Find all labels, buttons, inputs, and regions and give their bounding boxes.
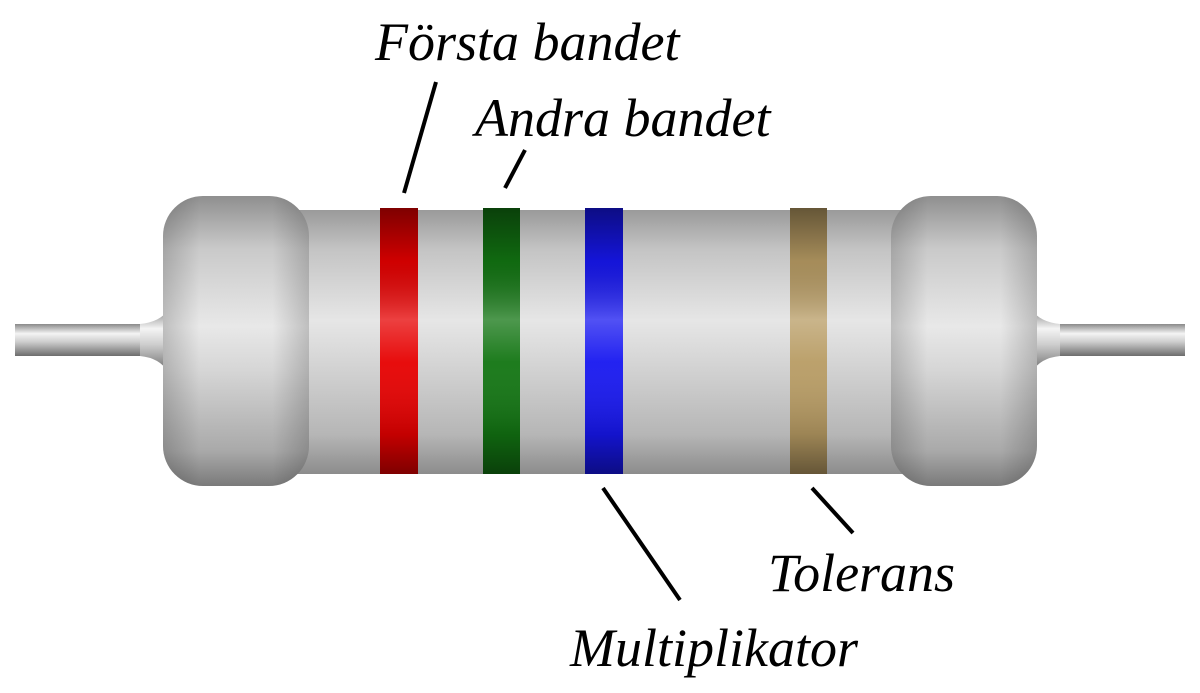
multiplier-leader xyxy=(601,486,682,602)
second-band-label: Andra bandet xyxy=(472,88,772,148)
second-band-leader xyxy=(503,149,527,189)
first-band-label: Första bandet xyxy=(374,12,681,72)
tolerance-leader xyxy=(810,486,855,535)
first-band-leader xyxy=(402,81,438,194)
left-lead-collar xyxy=(140,310,168,372)
tolerance-label: Tolerans xyxy=(768,543,955,603)
multiplier-label: Multiplikator xyxy=(569,618,859,678)
right-lead-collar xyxy=(1032,310,1060,372)
